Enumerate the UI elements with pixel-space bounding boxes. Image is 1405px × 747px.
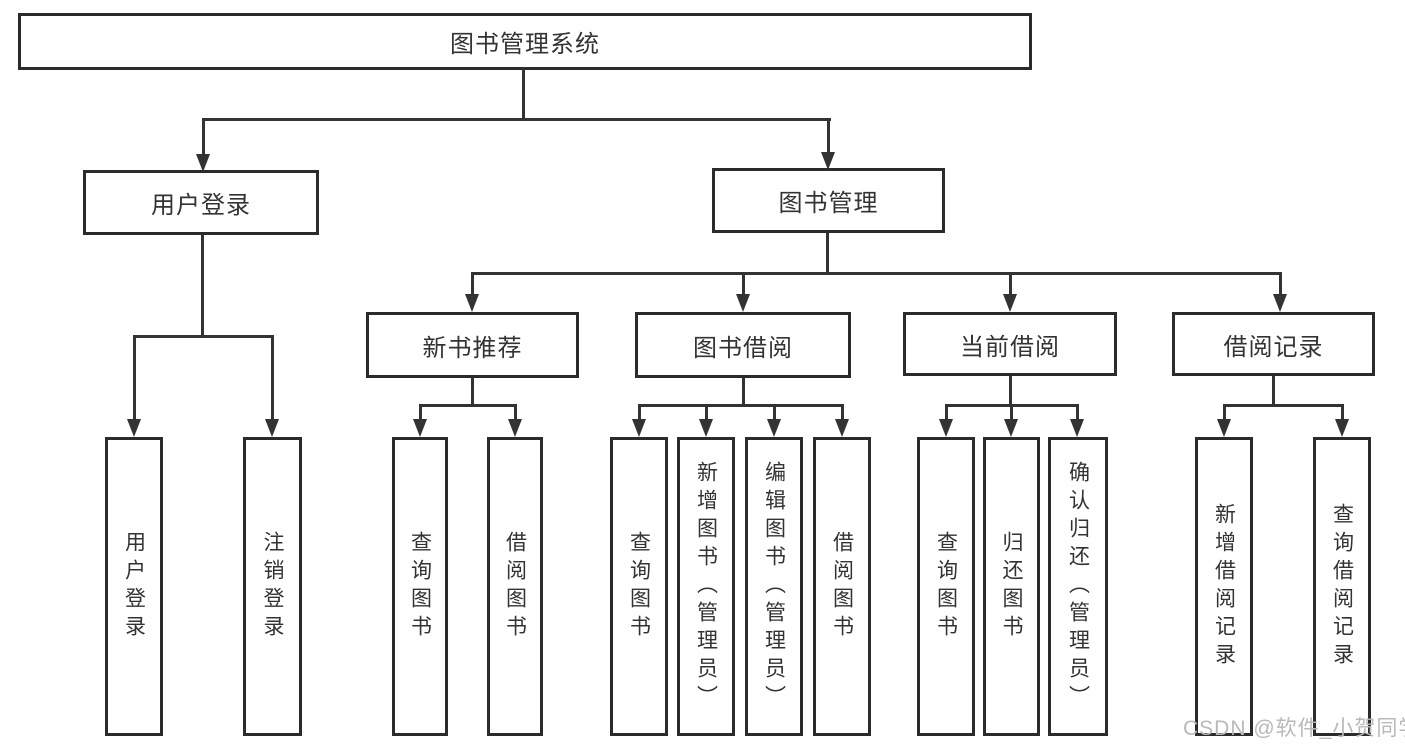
node-label: 借阅记录 bbox=[1223, 333, 1324, 361]
arrow-down-icon bbox=[939, 419, 953, 437]
leaf-edit-book-admin: 编辑图书（管理员） bbox=[745, 437, 803, 736]
leaf-query-book-recommend: 查询图书 bbox=[392, 437, 448, 736]
arrow-down-icon bbox=[699, 419, 713, 437]
node-label: 借阅图书 bbox=[503, 530, 527, 643]
arrow-down-icon bbox=[465, 294, 479, 312]
connector-vline bbox=[742, 272, 745, 296]
node-label: 图书借阅 bbox=[693, 334, 793, 362]
leaf-logout: 注销登录 bbox=[243, 437, 302, 736]
connector-vline bbox=[1076, 404, 1079, 421]
connector-vline bbox=[419, 404, 422, 421]
connector-vline bbox=[133, 335, 136, 421]
arrow-down-icon bbox=[632, 419, 646, 437]
arrow-down-icon bbox=[736, 294, 750, 312]
node-label: 查询借阅记录 bbox=[1330, 502, 1354, 671]
node-label: 图书管理系统 bbox=[450, 31, 600, 58]
connector-vline bbox=[705, 404, 708, 421]
connector-vline bbox=[522, 68, 525, 120]
connector-vline bbox=[773, 404, 776, 421]
connector-hline bbox=[1223, 404, 1344, 407]
node-label: 查询图书 bbox=[934, 530, 958, 643]
node-label: 查询图书 bbox=[408, 530, 432, 643]
node-user-login: 用户登录 bbox=[83, 170, 319, 235]
arrow-down-icon bbox=[1003, 294, 1017, 312]
node-label: 归还图书 bbox=[1000, 530, 1023, 643]
connector-vline bbox=[471, 378, 474, 407]
leaf-user-login: 用户登录 bbox=[105, 437, 163, 736]
connector-vline bbox=[826, 233, 829, 275]
connector-vline bbox=[945, 404, 948, 421]
node-label: 用户登录 bbox=[122, 530, 146, 643]
node-book-management: 图书管理 bbox=[712, 168, 945, 233]
connector-hline bbox=[471, 272, 1281, 275]
node-label: 图书管理 bbox=[778, 190, 879, 217]
connector-vline bbox=[1341, 404, 1344, 421]
connector-vline bbox=[827, 118, 830, 154]
arrow-down-icon bbox=[1004, 419, 1018, 437]
connector-vline bbox=[841, 404, 844, 421]
connector-vline bbox=[471, 272, 474, 296]
leaf-confirm-return-admin: 确认归还（管理员） bbox=[1048, 437, 1108, 736]
leaf-add-borrow-record: 新增借阅记录 bbox=[1195, 437, 1253, 736]
arrow-down-icon bbox=[767, 419, 781, 437]
arrow-down-icon bbox=[835, 419, 849, 437]
leaf-borrow-book-recommend: 借阅图书 bbox=[487, 437, 543, 736]
node-label: 注销登录 bbox=[261, 530, 284, 643]
connector-vline bbox=[202, 118, 205, 156]
leaf-return-book: 归还图书 bbox=[983, 437, 1040, 736]
node-label: 编辑图书（管理员） bbox=[762, 460, 786, 713]
leaf-borrow-book: 借阅图书 bbox=[813, 437, 871, 736]
connector-vline bbox=[1009, 272, 1012, 296]
connector-vline bbox=[1009, 376, 1012, 407]
node-label: 当前借阅 bbox=[960, 333, 1060, 361]
connector-hline bbox=[133, 335, 274, 338]
leaf-query-book-borrow: 查询图书 bbox=[610, 437, 668, 736]
connector-vline bbox=[201, 235, 204, 338]
leaf-query-book-current: 查询图书 bbox=[917, 437, 975, 736]
node-label: 新增图书（管理员） bbox=[694, 460, 718, 713]
connector-vline bbox=[1279, 272, 1282, 296]
connector-vline bbox=[1272, 376, 1275, 407]
node-current-borrowing: 当前借阅 bbox=[903, 312, 1117, 376]
arrow-down-icon bbox=[1217, 419, 1231, 437]
node-borrow-records: 借阅记录 bbox=[1172, 312, 1375, 376]
node-label: 借阅图书 bbox=[830, 530, 854, 643]
arrow-down-icon bbox=[127, 419, 141, 437]
connector-vline bbox=[638, 404, 641, 421]
connector-vline bbox=[1223, 404, 1226, 421]
node-label: 新增借阅记录 bbox=[1212, 502, 1236, 671]
connector-vline bbox=[742, 378, 745, 407]
arrow-down-icon bbox=[1070, 419, 1084, 437]
connector-vline bbox=[1010, 404, 1013, 421]
leaf-query-borrow-record: 查询借阅记录 bbox=[1313, 437, 1371, 736]
node-label: 用户登录 bbox=[151, 192, 251, 219]
arrow-down-icon bbox=[413, 419, 427, 437]
connector-hline bbox=[202, 118, 831, 121]
connector-hline bbox=[638, 404, 844, 407]
arrow-down-icon bbox=[508, 419, 522, 437]
connector-vline bbox=[271, 335, 274, 421]
leaf-add-book-admin: 新增图书（管理员） bbox=[677, 437, 735, 736]
csdn-watermark: CSDN @软件_小贺同学 bbox=[1183, 717, 1405, 740]
arrow-down-icon bbox=[821, 152, 835, 170]
arrow-down-icon bbox=[1335, 419, 1349, 437]
connector-vline bbox=[514, 404, 517, 421]
node-book-borrowing: 图书借阅 bbox=[635, 312, 851, 378]
node-label: 确认归还（管理员） bbox=[1066, 460, 1090, 713]
node-root-system: 图书管理系统 bbox=[18, 13, 1032, 70]
arrow-down-icon bbox=[196, 154, 210, 172]
arrow-down-icon bbox=[265, 419, 279, 437]
arrow-down-icon bbox=[1273, 294, 1287, 312]
connector-hline bbox=[419, 404, 517, 407]
node-label: 新书推荐 bbox=[422, 334, 523, 362]
node-label: 查询图书 bbox=[627, 530, 651, 643]
node-new-book-recommend: 新书推荐 bbox=[366, 312, 579, 378]
